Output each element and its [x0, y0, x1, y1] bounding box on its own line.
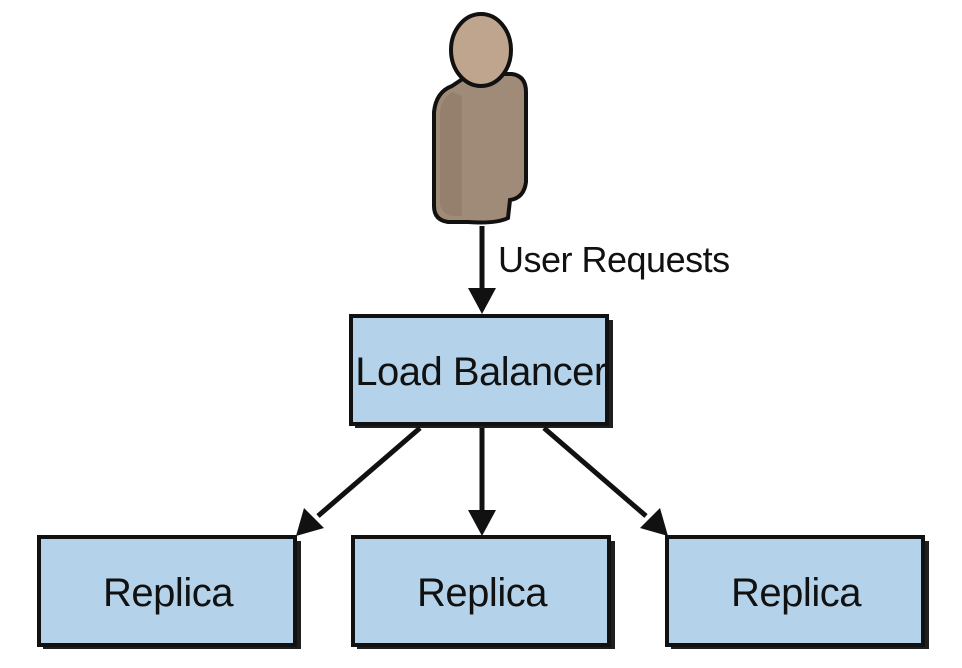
edge-line	[316, 426, 422, 518]
edge-lb-to-replica-left	[296, 426, 422, 536]
arrowhead	[296, 508, 324, 536]
edge-user-to-load-balancer	[468, 226, 496, 314]
replica-node-right: Replica	[665, 535, 929, 649]
node-box	[665, 535, 925, 647]
arrowhead	[640, 508, 668, 536]
replica-node-center: Replica	[351, 535, 615, 649]
replica-label: Replica	[103, 571, 234, 615]
node-box	[37, 535, 297, 647]
edge-lb-to-replica-right	[542, 426, 668, 536]
arrowhead	[468, 510, 496, 536]
node-box	[351, 535, 611, 647]
node-box	[349, 314, 609, 426]
load-balancer-node: Load Balancer	[349, 314, 613, 428]
user-body-highlight	[440, 92, 462, 216]
arrowhead	[468, 288, 496, 314]
replica-node-left: Replica	[37, 535, 301, 649]
user-head	[449, 12, 513, 88]
edge-line	[542, 426, 648, 518]
edge-lb-to-replica-center	[468, 428, 496, 536]
load-balancer-label: Load Balancer	[355, 350, 607, 394]
user-icon	[432, 12, 528, 225]
user-requests-label: User Requests	[498, 239, 730, 280]
replica-label: Replica	[417, 571, 548, 615]
replica-label: Replica	[731, 571, 862, 615]
